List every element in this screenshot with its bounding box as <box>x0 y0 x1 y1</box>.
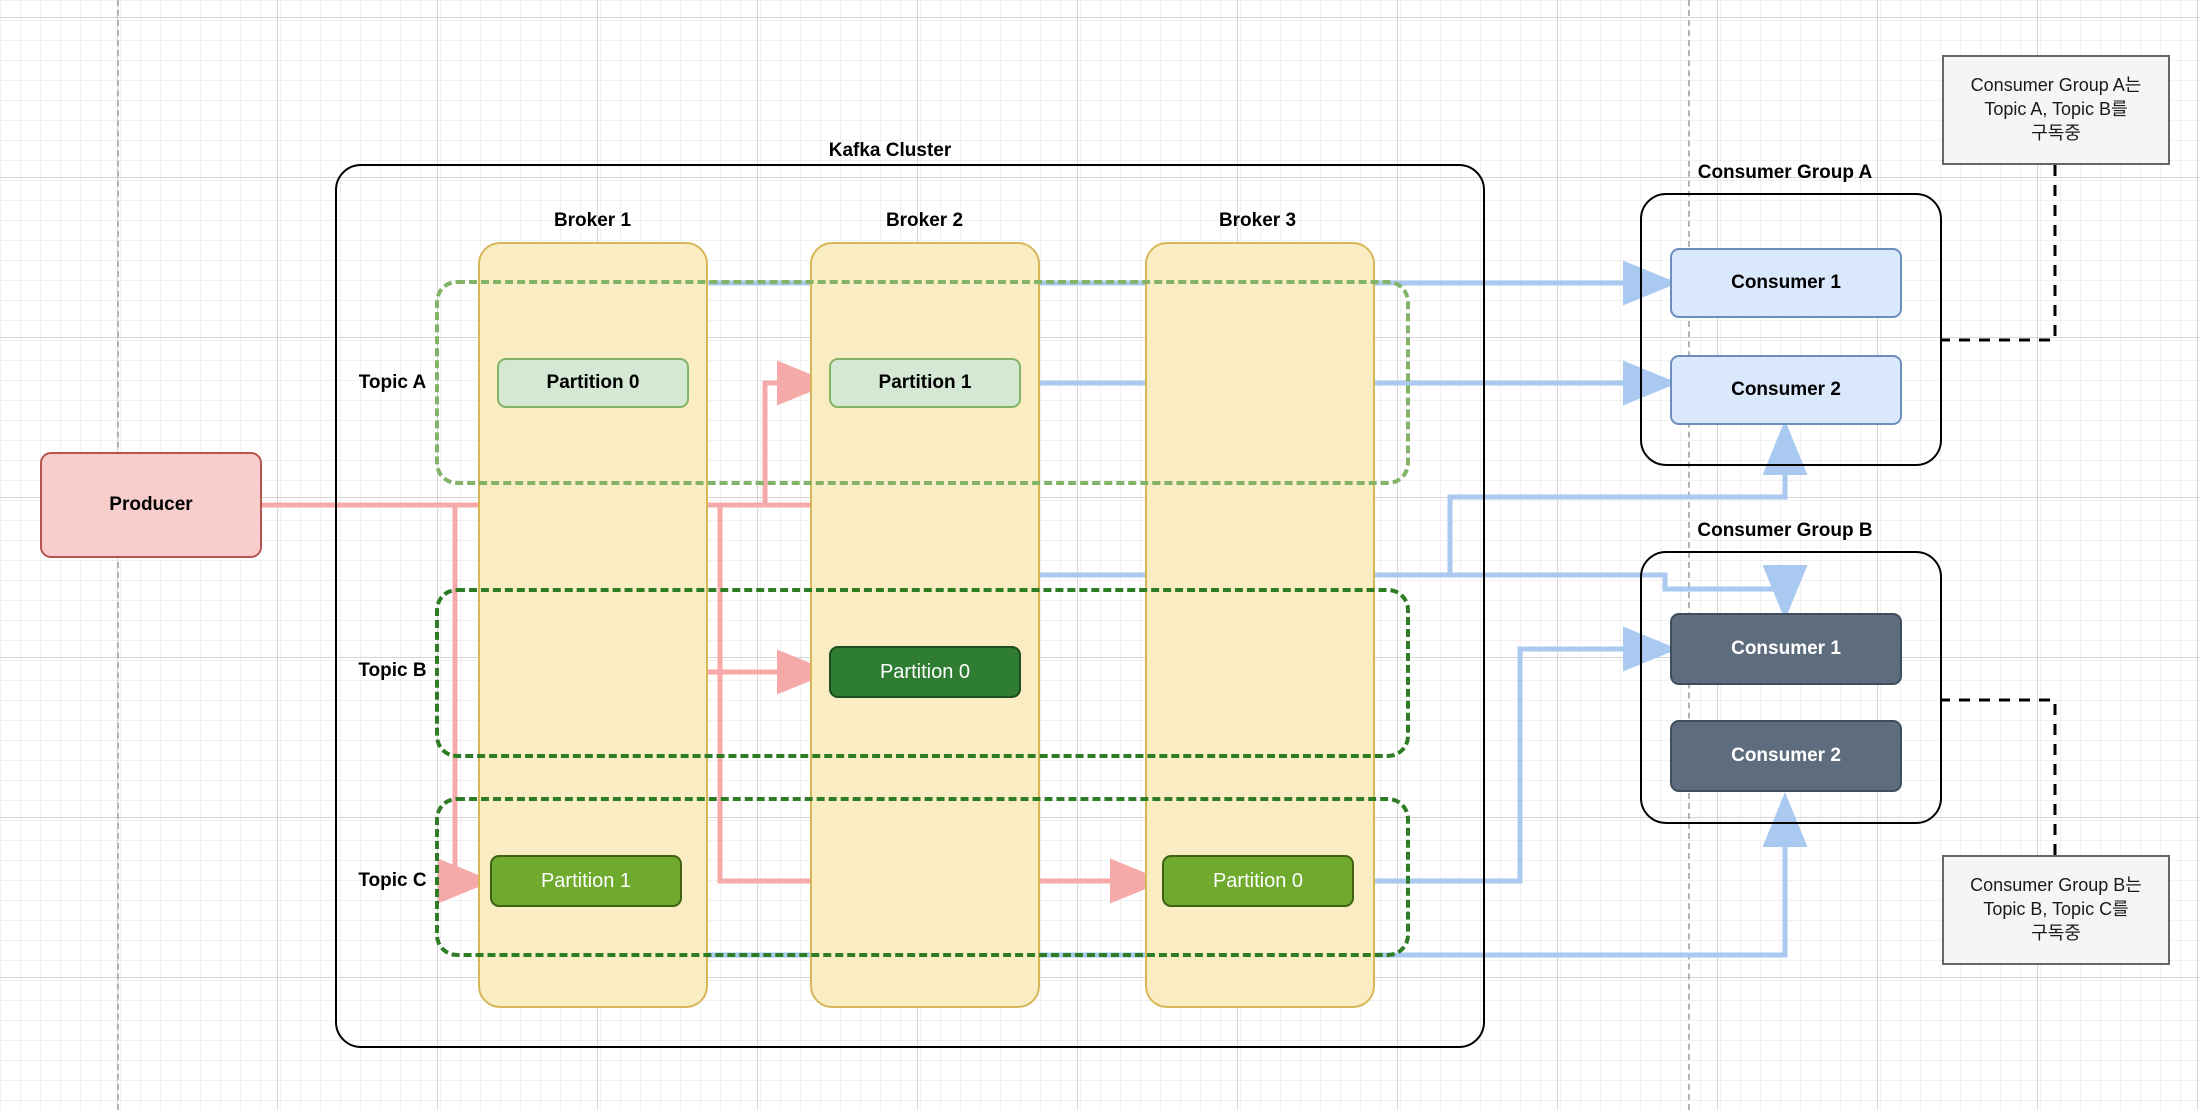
consumer-group-b-boundary <box>1640 551 1942 824</box>
broker-1-title: Broker 1 <box>553 210 632 231</box>
kafka-cluster-boundary <box>335 164 1485 1048</box>
topic-a-band <box>435 280 1410 485</box>
topic-c-label: Topic C <box>358 870 427 891</box>
topic-c-partition-0[interactable]: Partition 0 <box>1162 855 1354 907</box>
consumer-group-a-boundary <box>1640 193 1942 466</box>
topic-a-partition-1[interactable]: Partition 1 <box>829 358 1021 408</box>
broker-3-title: Broker 3 <box>1218 210 1297 231</box>
topic-b-label: Topic B <box>358 660 427 681</box>
consumer-group-b-title: Consumer Group B <box>1697 520 1873 541</box>
topic-c-band <box>435 797 1410 957</box>
topic-b-partition-0[interactable]: Partition 0 <box>829 646 1021 698</box>
note-consumer-group-a: Consumer Group A는 Topic A, Topic B를 구독중 <box>1942 55 2170 165</box>
group-a-consumer-1[interactable]: Consumer 1 <box>1670 248 1902 318</box>
topic-a-partition-0[interactable]: Partition 0 <box>497 358 689 408</box>
note-connectors <box>1942 165 2057 855</box>
group-b-consumer-2[interactable]: Consumer 2 <box>1670 720 1902 792</box>
wire-note-b-groupB <box>1942 698 2057 855</box>
broker-2-title: Broker 2 <box>885 210 964 231</box>
cluster-title: Kafka Cluster <box>828 140 952 161</box>
note-consumer-group-b: Consumer Group B는 Topic B, Topic C를 구독중 <box>1942 855 2170 965</box>
consumer-group-a-title: Consumer Group A <box>1697 162 1873 183</box>
topic-a-label: Topic A <box>358 372 427 393</box>
group-a-consumer-2[interactable]: Consumer 2 <box>1670 355 1902 425</box>
topic-c-partition-1[interactable]: Partition 1 <box>490 855 682 907</box>
topic-b-band <box>435 588 1410 758</box>
producer-box[interactable]: Producer <box>40 452 262 558</box>
group-b-consumer-1[interactable]: Consumer 1 <box>1670 613 1902 685</box>
wire-note-a-groupA <box>1942 165 2057 342</box>
